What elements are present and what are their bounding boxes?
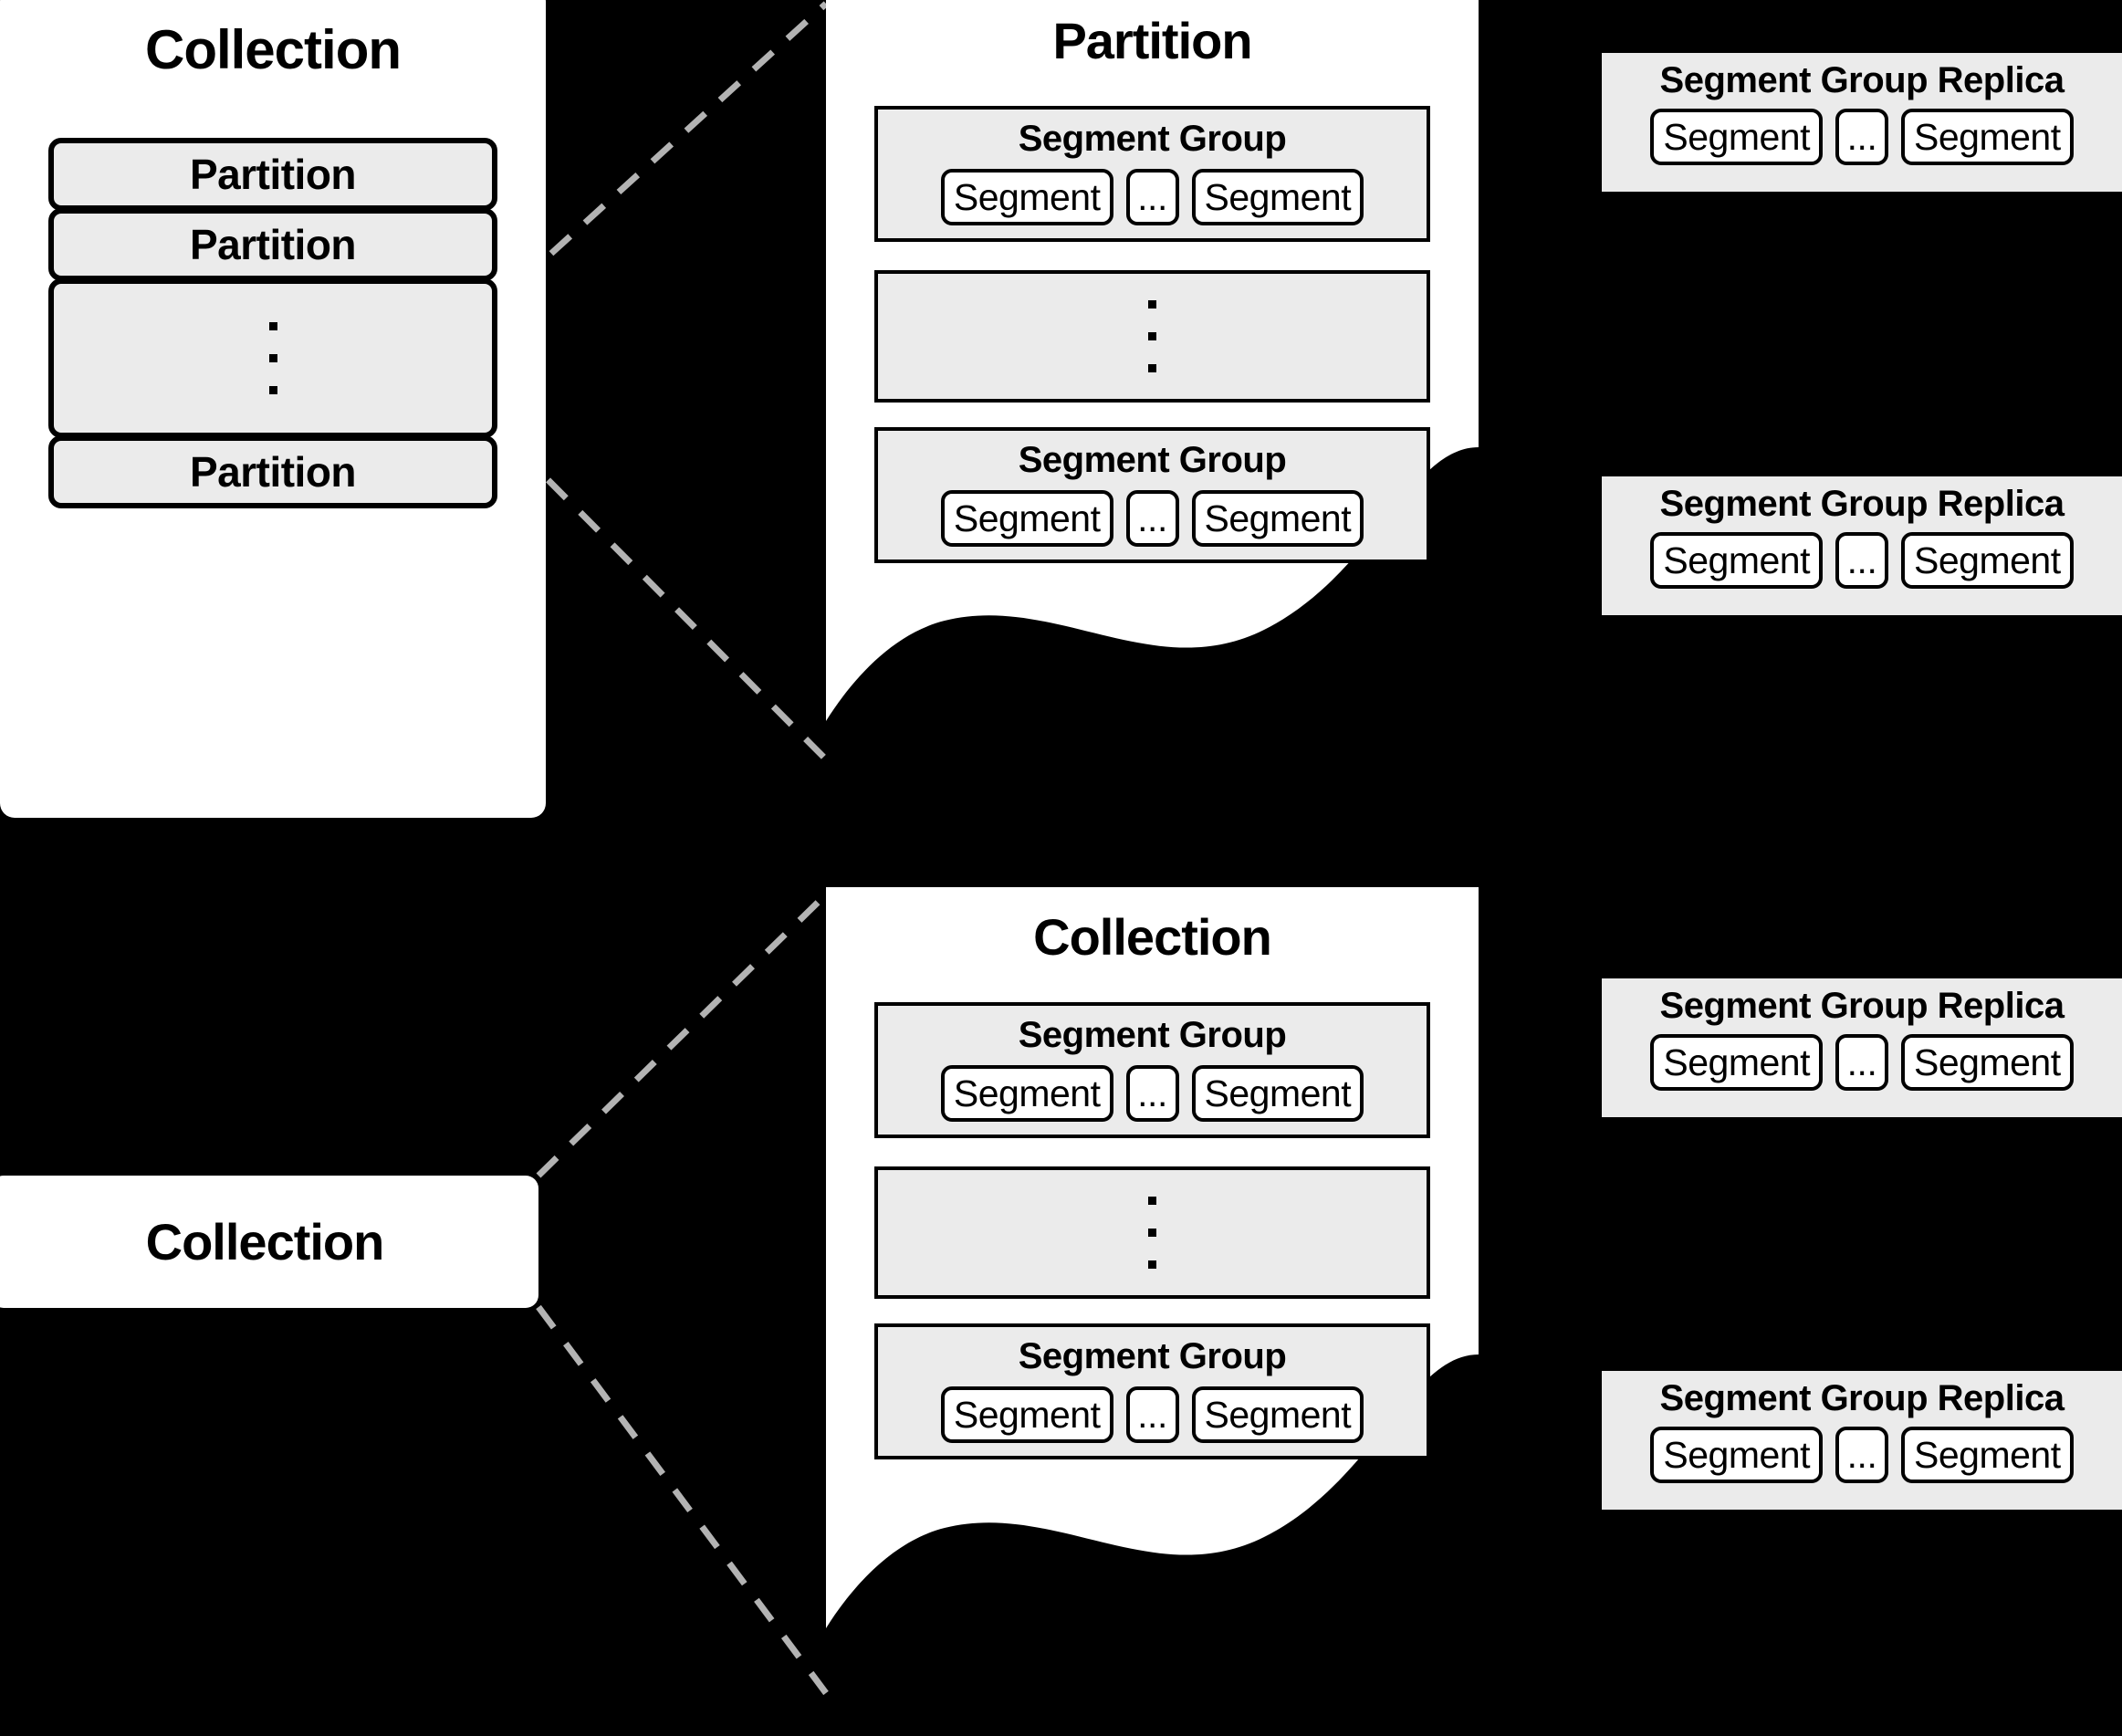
segment-group-title: Segment Group — [1018, 440, 1287, 480]
collection-title: Collection — [144, 19, 402, 80]
collection-detail-body: Collection Segment Group Segment ... Seg… — [826, 887, 1479, 1459]
segment-chip[interactable]: Segment — [1901, 109, 2074, 165]
segment-group-ellipsis-block — [874, 1166, 1430, 1299]
segment-chip[interactable]: Segment — [940, 169, 1113, 225]
segment-chip[interactable]: Segment — [1901, 532, 2074, 589]
segment-row: Segment ... Segment — [878, 1386, 1427, 1443]
segment-group-replica-card[interactable]: Segment Group Replica Segment ... Segmen… — [1602, 978, 2122, 1117]
segment-chip[interactable]: Segment — [1650, 1034, 1823, 1091]
vertical-ellipsis-icon — [54, 322, 492, 394]
segment-chip[interactable]: Segment — [1191, 1065, 1364, 1122]
segment-ellipsis-chip: ... — [1835, 1427, 1888, 1483]
segment-chip[interactable]: Segment — [1191, 1386, 1364, 1443]
partition-label: Partition — [189, 221, 357, 268]
segment-group-title: Segment Group — [1018, 1015, 1287, 1055]
segment-group-replica-card[interactable]: Segment Group Replica Segment ... Segmen… — [1602, 476, 2122, 615]
segment-ellipsis-chip: ... — [1835, 532, 1888, 589]
segment-ellipsis-chip: ... — [1835, 1034, 1888, 1091]
segment-group-replica-card[interactable]: Segment Group Replica Segment ... Segmen… — [1602, 53, 2122, 192]
segment-chip[interactable]: Segment — [940, 490, 1113, 547]
segment-row: Segment ... Segment — [1602, 1034, 2122, 1091]
segment-group-replica-title: Segment Group Replica — [1659, 60, 2065, 100]
collection-detail-card: Collection Segment Group Segment ... Seg… — [826, 887, 1479, 1720]
segment-group-title: Segment Group — [1018, 119, 1287, 159]
segment-ellipsis-chip: ... — [1125, 490, 1179, 547]
segment-ellipsis-chip: ... — [1125, 1386, 1179, 1443]
segment-row: Segment ... Segment — [878, 169, 1427, 225]
partition-row[interactable]: Partition — [48, 138, 497, 211]
partition-label: Partition — [189, 151, 357, 198]
segment-row: Segment ... Segment — [878, 490, 1427, 547]
partition-detail-title: Partition — [1052, 12, 1252, 69]
segment-chip[interactable]: Segment — [1650, 532, 1823, 589]
segment-group-replica-title: Segment Group Replica — [1659, 484, 2065, 524]
partition-row[interactable]: Partition — [48, 208, 497, 281]
vertical-ellipsis-icon — [878, 1197, 1427, 1269]
collection-detail-title: Collection — [1033, 908, 1272, 966]
bottom-collection-title: Collection — [145, 1213, 385, 1271]
segment-row: Segment ... Segment — [1602, 532, 2122, 589]
segment-chip[interactable]: Segment — [1191, 169, 1364, 225]
segment-group-block[interactable]: Segment Group Segment ... Segment — [874, 1323, 1430, 1459]
segment-group-block[interactable]: Segment Group Segment ... Segment — [874, 1002, 1430, 1138]
segment-chip[interactable]: Segment — [940, 1065, 1113, 1122]
segment-ellipsis-chip: ... — [1125, 1065, 1179, 1122]
segment-row: Segment ... Segment — [1602, 1427, 2122, 1483]
segment-chip[interactable]: Segment — [1901, 1034, 2074, 1091]
segment-chip[interactable]: Segment — [1650, 109, 1823, 165]
partition-row[interactable]: Partition — [48, 435, 497, 508]
partition-row-ellipsis — [48, 278, 497, 438]
partition-label: Partition — [189, 448, 357, 496]
partition-detail-body: Partition Segment Group Segment ... Segm… — [826, 0, 1479, 563]
segment-row: Segment ... Segment — [878, 1065, 1427, 1122]
segment-ellipsis-chip: ... — [1125, 169, 1179, 225]
segment-group-ellipsis-block — [874, 270, 1430, 403]
segment-group-replica-title: Segment Group Replica — [1659, 1378, 2065, 1418]
partition-detail-card: Partition Segment Group Segment ... Segm… — [826, 0, 1479, 812]
segment-group-replica-card[interactable]: Segment Group Replica Segment ... Segmen… — [1602, 1371, 2122, 1510]
segment-group-title: Segment Group — [1018, 1336, 1287, 1376]
segment-row: Segment ... Segment — [1602, 109, 2122, 165]
segment-chip[interactable]: Segment — [1650, 1427, 1823, 1483]
collection-card: Collection Partition Partition Partition — [0, 0, 546, 818]
segment-group-block[interactable]: Segment Group Segment ... Segment — [874, 106, 1430, 242]
segment-ellipsis-chip: ... — [1835, 109, 1888, 165]
segment-group-block[interactable]: Segment Group Segment ... Segment — [874, 427, 1430, 563]
segment-chip[interactable]: Segment — [1191, 490, 1364, 547]
segment-chip[interactable]: Segment — [940, 1386, 1113, 1443]
segment-group-replica-title: Segment Group Replica — [1659, 986, 2065, 1026]
segment-chip[interactable]: Segment — [1901, 1427, 2074, 1483]
bottom-collection-card[interactable]: Collection — [0, 1176, 538, 1308]
vertical-ellipsis-icon — [878, 300, 1427, 372]
partition-list: Partition Partition Partition — [48, 138, 497, 508]
